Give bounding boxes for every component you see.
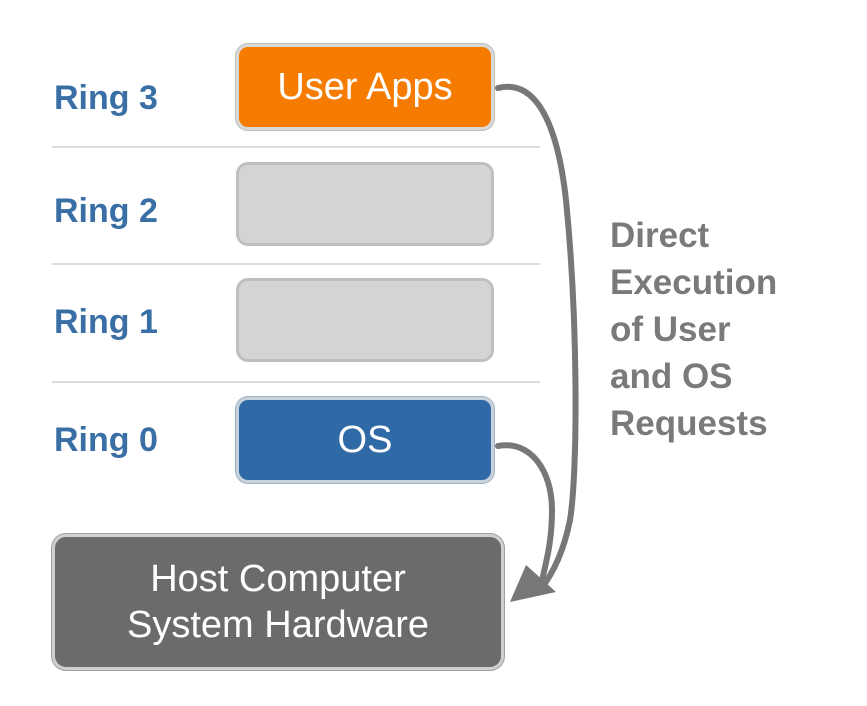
user-apps-label: User Apps <box>277 65 453 108</box>
ring-divider <box>52 146 540 148</box>
ring-1-box <box>236 278 494 362</box>
ring-0-label: Ring 0 <box>54 421 158 459</box>
ring-divider <box>52 263 540 265</box>
ring-2-label: Ring 2 <box>54 192 158 230</box>
user-apps-box: User Apps <box>236 44 494 130</box>
ring-3-label: Ring 3 <box>54 79 158 117</box>
host-hardware-box: Host Computer System Hardware <box>52 534 504 670</box>
os-box: OS <box>236 397 494 483</box>
annotation-line: Direct <box>610 216 710 255</box>
os-to-hardware-arrow <box>495 442 556 593</box>
ring-2-box <box>236 162 494 246</box>
os-label: OS <box>337 418 393 461</box>
annotation-line: of User <box>610 310 731 349</box>
ring-1-label: Ring 1 <box>54 303 158 341</box>
arrowhead-icon <box>510 565 556 602</box>
hardware-line-1: Host Computer <box>150 558 406 600</box>
ring-divider <box>52 381 540 383</box>
annotation-line: Requests <box>610 404 768 443</box>
annotation-line: and OS <box>610 357 733 396</box>
annotation-line: Execution <box>610 263 778 302</box>
direct-execution-annotation: Direct Execution of User and OS Requests <box>610 212 850 447</box>
user-apps-to-hardware-arrow <box>495 83 579 593</box>
hardware-line-2: System Hardware <box>127 604 429 646</box>
